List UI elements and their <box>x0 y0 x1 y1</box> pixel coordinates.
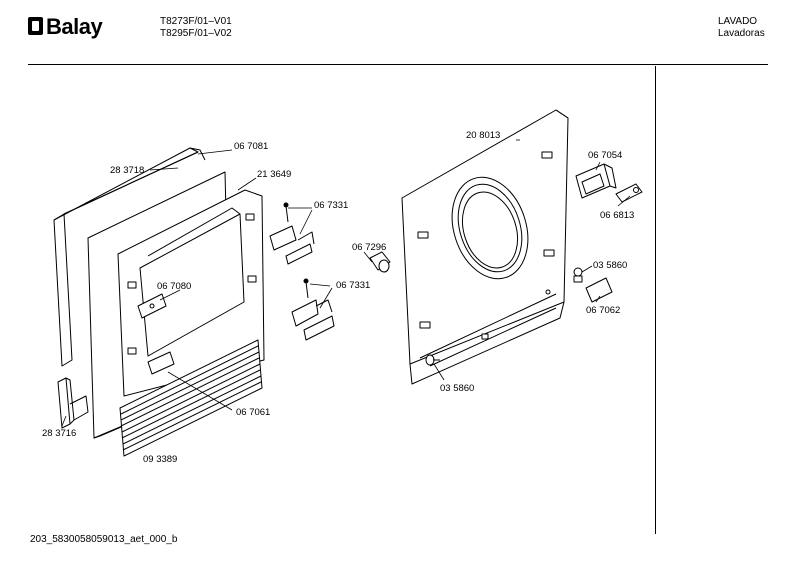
label-067331-upper: 06 7331 <box>314 200 348 211</box>
label-208013: 20 8013 <box>466 130 500 141</box>
label-283718: 28 3718 <box>110 165 144 176</box>
label-213649: 21 3649 <box>257 169 291 180</box>
part-067054-lock-housing <box>575 163 617 199</box>
part-208013-front-panel <box>401 109 569 385</box>
balay-logo-mark-icon <box>28 17 43 35</box>
part-283716-lower-trim <box>57 377 89 429</box>
label-067062: 06 7062 <box>586 305 620 316</box>
part-283718-trim-strip <box>53 147 206 367</box>
category-sub: Lavadoras <box>718 28 765 39</box>
side-divider <box>655 66 656 534</box>
label-035860-upper: 03 5860 <box>593 260 627 271</box>
brand-name: Balay <box>46 14 103 39</box>
part-093389-grille <box>119 339 263 457</box>
part-067331-upper-hinge <box>269 202 315 265</box>
part-067080-latch <box>137 293 167 319</box>
category-main: LAVADO <box>718 16 758 27</box>
label-067081: 06 7081 <box>234 141 268 152</box>
model-numbers: T8273F/01–V01 T8295F/01–V02 <box>160 16 232 40</box>
label-093389: 09 3389 <box>143 454 177 465</box>
label-066813: 06 6813 <box>600 210 634 221</box>
part-067296-bushing <box>369 251 391 273</box>
label-067054: 06 7054 <box>588 150 622 161</box>
part-035860-upper-bolt <box>573 267 583 283</box>
label-035860-lower: 03 5860 <box>440 383 474 394</box>
part-067331-lower-hinge <box>291 278 335 341</box>
part-035860-lower-screw <box>425 354 440 366</box>
label-283716: 28 3716 <box>42 428 76 439</box>
label-067080: 06 7080 <box>157 281 191 292</box>
label-067331-lower: 06 7331 <box>336 280 370 291</box>
model-number-2: T8295F/01–V02 <box>160 28 232 39</box>
label-067061: 06 7061 <box>236 407 270 418</box>
part-067061-pad <box>147 351 175 375</box>
drawing-code: 203_5830058059013_aet_000_b <box>30 534 178 545</box>
part-067062-cover-plate <box>585 277 613 303</box>
label-067296: 06 7296 <box>352 242 386 253</box>
category: LAVADO Lavadoras <box>718 16 765 40</box>
part-213649-inner-panel <box>117 189 265 397</box>
model-number-1: T8273F/01–V01 <box>160 16 232 27</box>
leader-lines <box>61 139 631 427</box>
header-divider <box>28 64 768 65</box>
part-labels: 28 3718 06 7081 21 3649 06 7331 06 7296 … <box>42 130 634 465</box>
part-066813-lock-lever <box>615 183 643 203</box>
balay-logo: Balay <box>28 14 124 40</box>
